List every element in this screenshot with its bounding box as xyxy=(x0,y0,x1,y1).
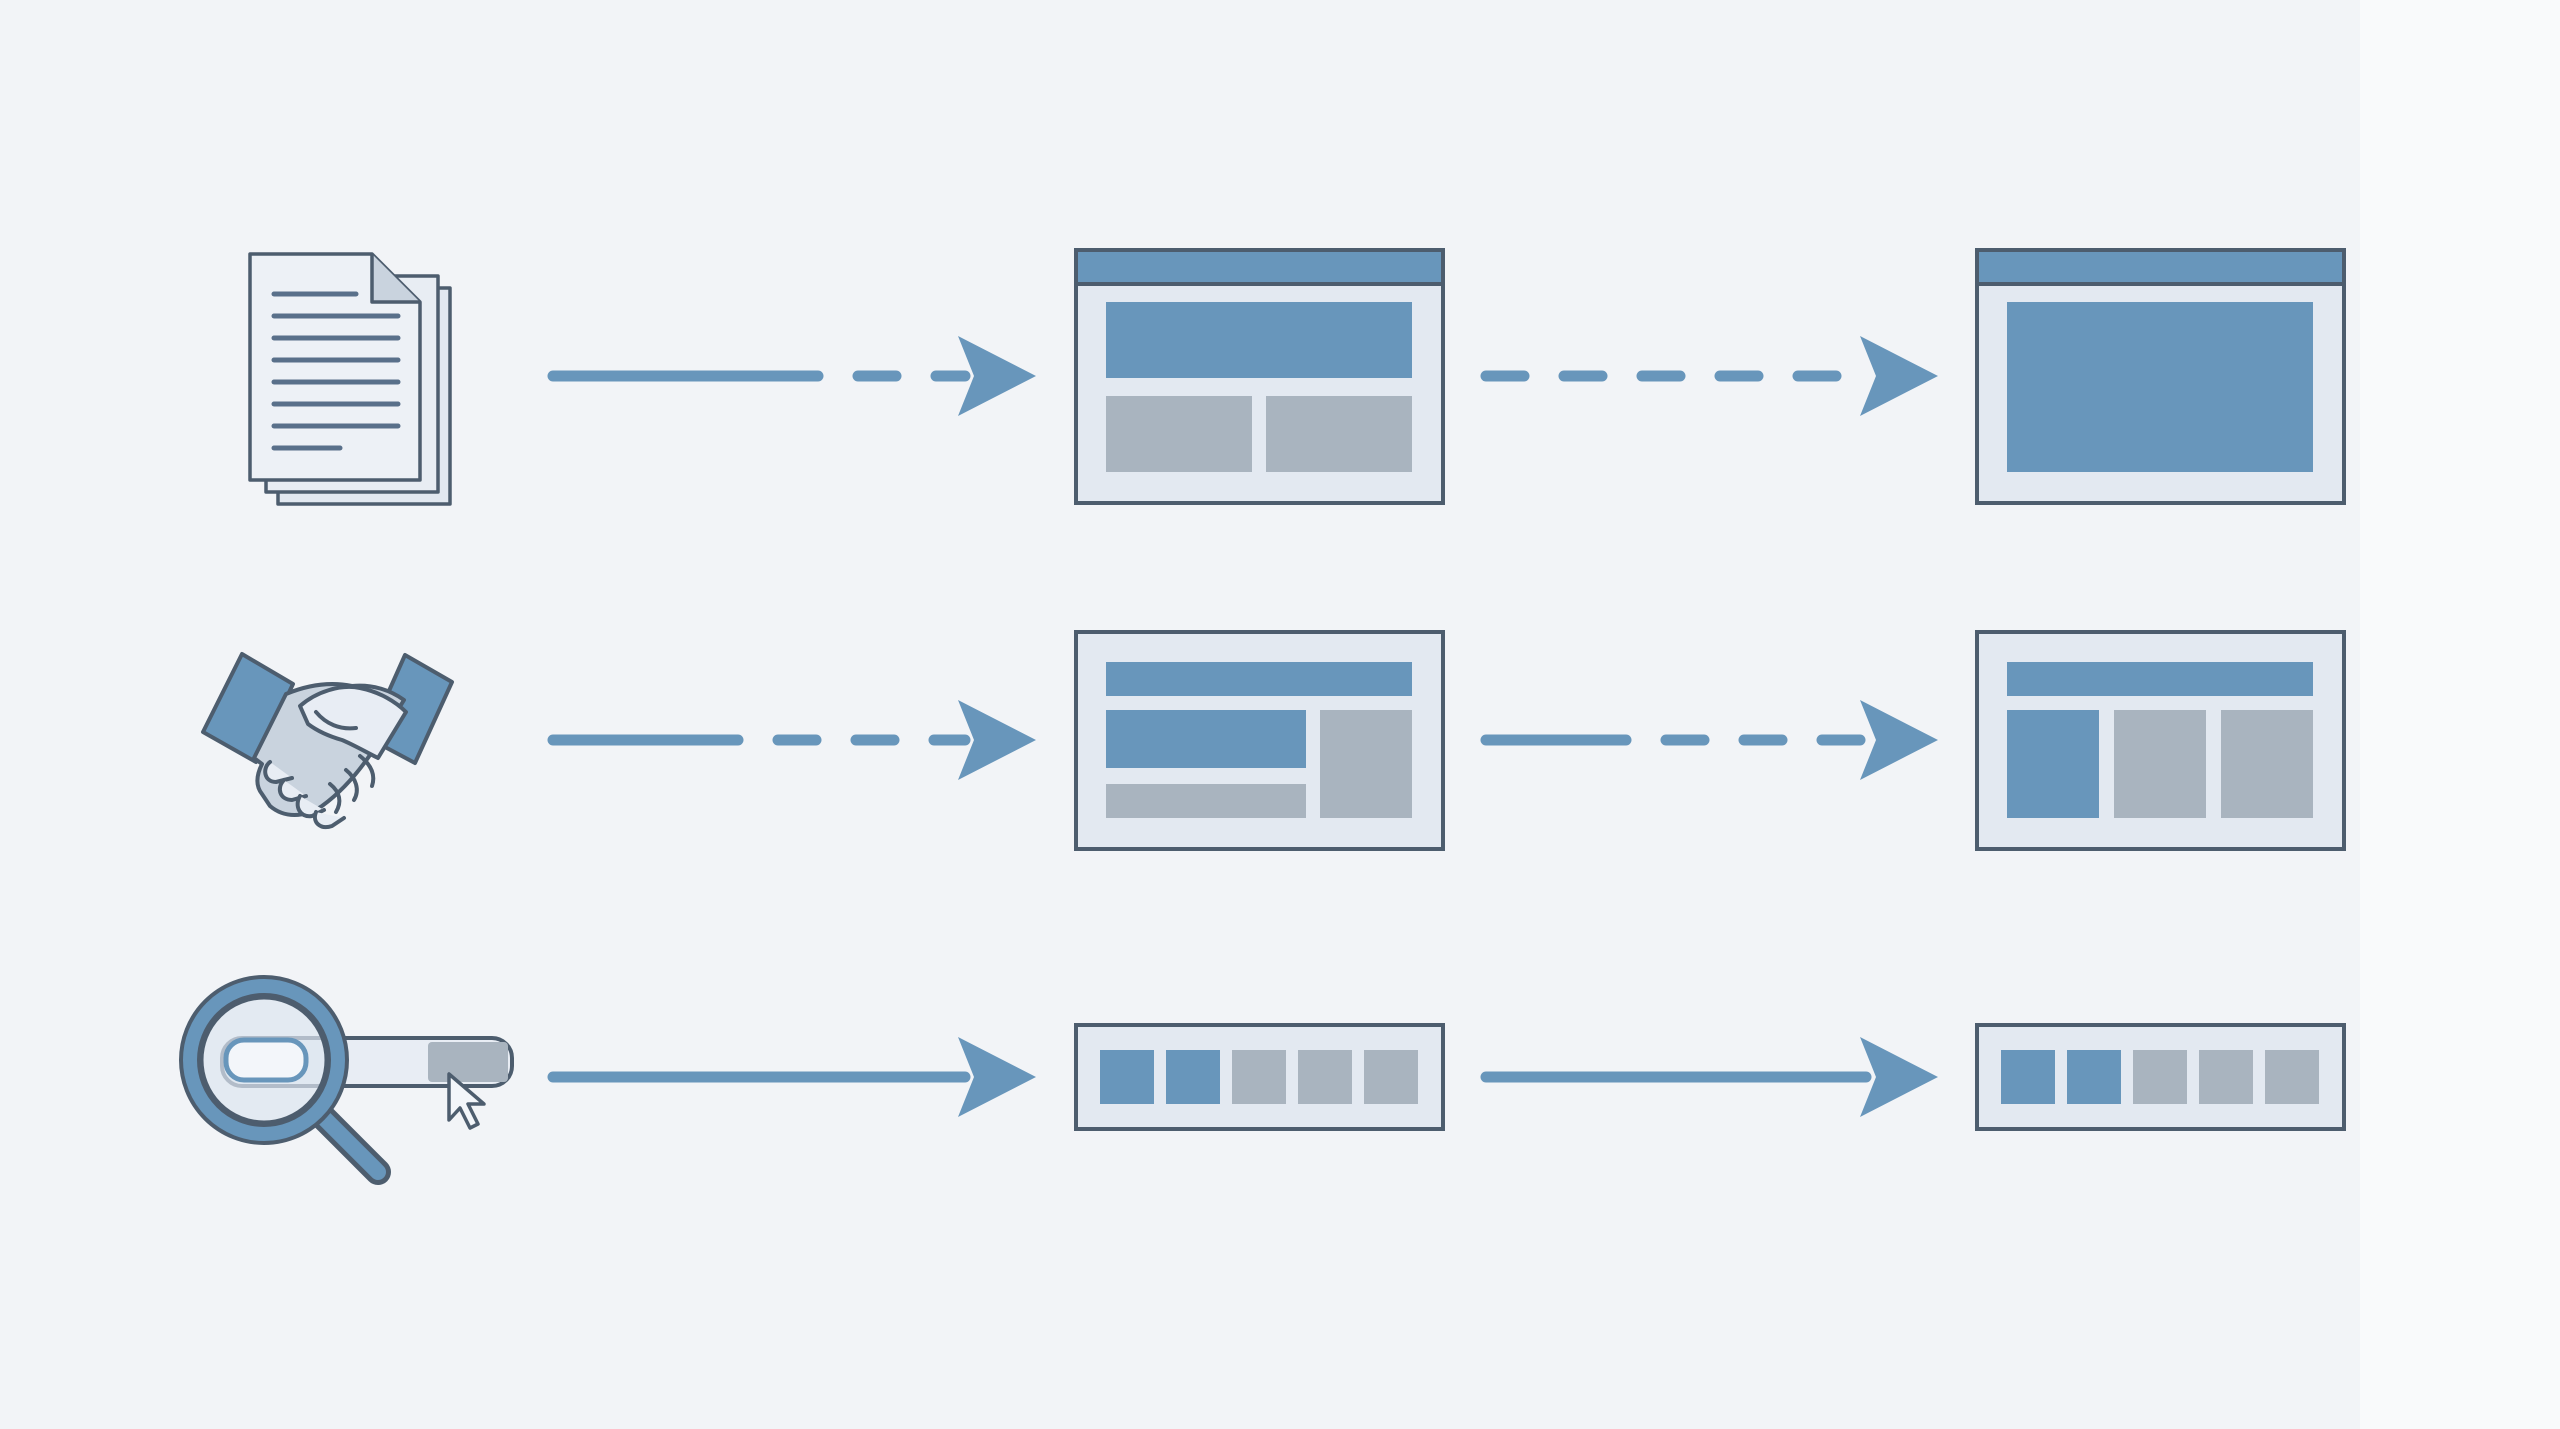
row-search xyxy=(179,975,2346,1185)
progress-slot-filled xyxy=(1166,1050,1220,1104)
progress-slot-filled xyxy=(2067,1050,2121,1104)
progress-slot-empty xyxy=(1232,1050,1286,1104)
row-search-stage-two xyxy=(1975,1023,2346,1131)
row-documents-stage-two xyxy=(1975,248,2346,505)
row-search-connector-2 xyxy=(1480,1037,1938,1117)
progress-slot-filled xyxy=(1100,1050,1154,1104)
row-search-stage-one xyxy=(1074,1023,1445,1131)
stacked-documents-icon xyxy=(248,252,452,506)
progress-slot-filled xyxy=(2001,1050,2055,1104)
progress-slot-empty xyxy=(2265,1050,2319,1104)
progress-slots xyxy=(1100,1050,1418,1104)
row-documents-connector-2 xyxy=(1480,336,1938,416)
row-search-connector-1 xyxy=(547,1037,1036,1117)
row-documents-connector-1 xyxy=(547,336,1036,416)
row-handshake-connector-1 xyxy=(547,700,1036,780)
row-handshake xyxy=(201,630,2346,851)
progress-slots xyxy=(2001,1050,2319,1104)
progress-slot-empty xyxy=(1298,1050,1352,1104)
row-documents xyxy=(248,248,2346,506)
progress-slot-empty xyxy=(2199,1050,2253,1104)
row-handshake-stage-two xyxy=(1975,630,2346,851)
handshake-icon xyxy=(201,652,454,829)
search-bar-with-magnifier-and-cursor-icon xyxy=(179,975,514,1185)
row-handshake-stage-one xyxy=(1074,630,1445,851)
row-documents-stage-one xyxy=(1074,248,1445,505)
row-handshake-connector-2 xyxy=(1480,700,1938,780)
progress-slot-empty xyxy=(2133,1050,2187,1104)
progress-slot-empty xyxy=(1364,1050,1418,1104)
